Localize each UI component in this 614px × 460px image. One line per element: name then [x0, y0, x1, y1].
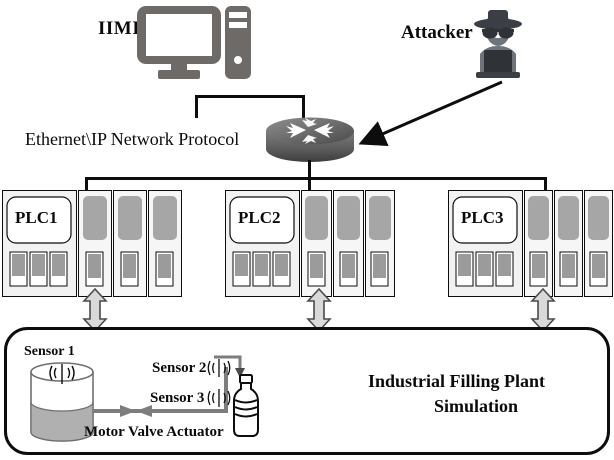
plc-unit-3[interactable]: PLC3	[448, 190, 613, 297]
plc-label-1: PLC1	[15, 208, 58, 227]
plc2-plant-double-arrow	[306, 287, 332, 333]
hacker-icon	[462, 6, 534, 82]
plc3-plant-double-arrow	[530, 287, 556, 333]
plc-label-2: PLC2	[238, 208, 281, 227]
sensor-2-wave-icon	[206, 358, 232, 378]
sensor-3-label: Sensor 3	[150, 390, 205, 406]
attack-arrow	[350, 74, 520, 154]
router-uplink	[302, 95, 305, 123]
network-protocol-label: Ethernet\IP Network Protocol	[25, 129, 240, 149]
plc3-drop	[544, 177, 547, 191]
hmi-link-horizontal	[195, 95, 305, 98]
plant-panel	[4, 327, 610, 455]
plc1-plant-double-arrow	[82, 287, 108, 333]
plant-title-line2: Simulation	[434, 396, 519, 416]
bottle-icon	[228, 374, 264, 438]
desktop-computer-icon	[133, 4, 251, 80]
sensor-2-label: Sensor 2	[152, 360, 207, 376]
plant-title-line1: Industrial Filling Plant	[368, 371, 546, 391]
plc-unit-1[interactable]: PLC1	[2, 190, 182, 297]
plc-label-3: PLC3	[461, 208, 504, 227]
router-icon	[262, 115, 358, 167]
storage-tank	[26, 362, 98, 442]
sensor-1-label: Sensor 1	[24, 344, 75, 359]
bottle-fill-arrow	[212, 354, 258, 384]
plc-unit-2[interactable]: PLC2	[225, 190, 395, 297]
fill-pipe	[92, 367, 252, 447]
attacker-label: Attacker	[401, 22, 473, 43]
sensor-3-wave-icon	[206, 388, 232, 408]
plc2-drop	[308, 177, 311, 191]
plc1-drop	[85, 177, 88, 191]
hmi-link-vertical	[195, 95, 198, 118]
router-downlink	[308, 160, 311, 190]
motor-valve-actuator-label: Motor Valve Actuator	[84, 424, 224, 440]
plc-bus-bar	[85, 177, 547, 180]
hmi-label: IIMI	[98, 18, 141, 39]
